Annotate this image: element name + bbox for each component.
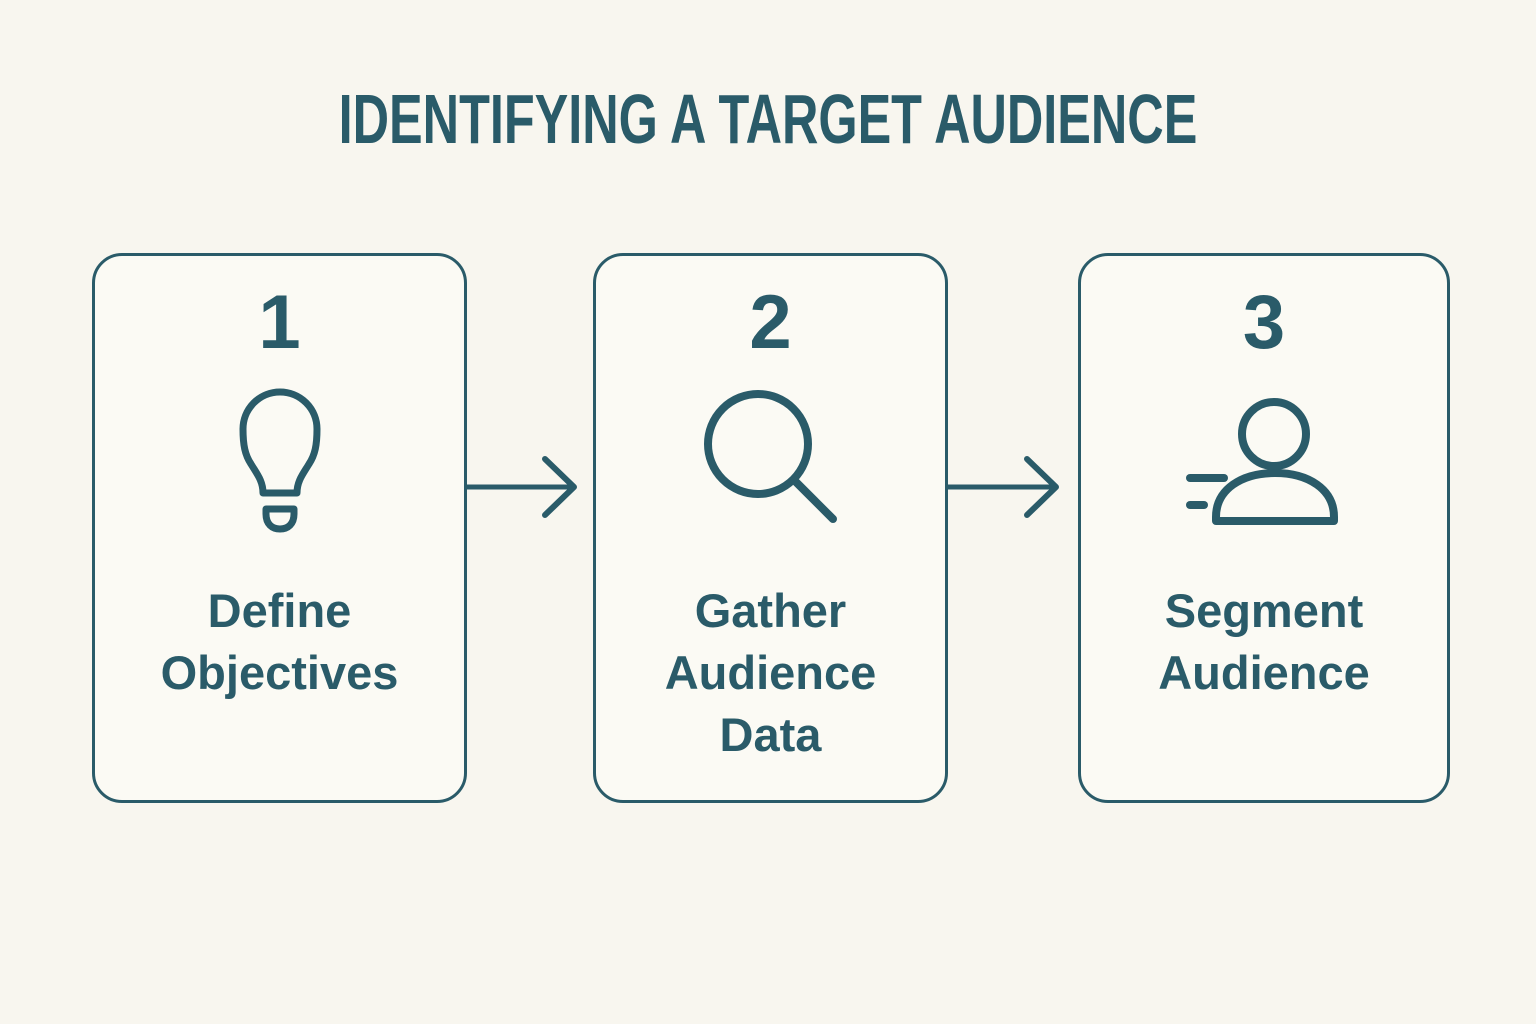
step-card-gather-audience-data: 2 Gather Audience Data <box>593 253 948 803</box>
step-card-define-objectives: 1 Define Objectives <box>92 253 467 803</box>
step-card-segment-audience: 3 Segment Audience <box>1078 253 1450 803</box>
magnifier-icon <box>697 366 845 556</box>
arrow-right-icon <box>946 456 1059 518</box>
person-icon <box>1184 366 1344 556</box>
page-title: IDENTIFYING A TARGET AUDIENCE <box>338 80 1198 158</box>
arrow-right-icon <box>465 456 577 518</box>
step-label: Gather Audience Data <box>664 584 877 761</box>
step-number: 3 <box>1242 280 1286 365</box>
step-number: 1 <box>258 280 301 365</box>
step-number: 2 <box>749 280 792 365</box>
lightbulb-icon <box>230 366 330 556</box>
step-label: Segment Audience <box>1158 584 1370 699</box>
step-label: Define Objectives <box>160 584 399 699</box>
